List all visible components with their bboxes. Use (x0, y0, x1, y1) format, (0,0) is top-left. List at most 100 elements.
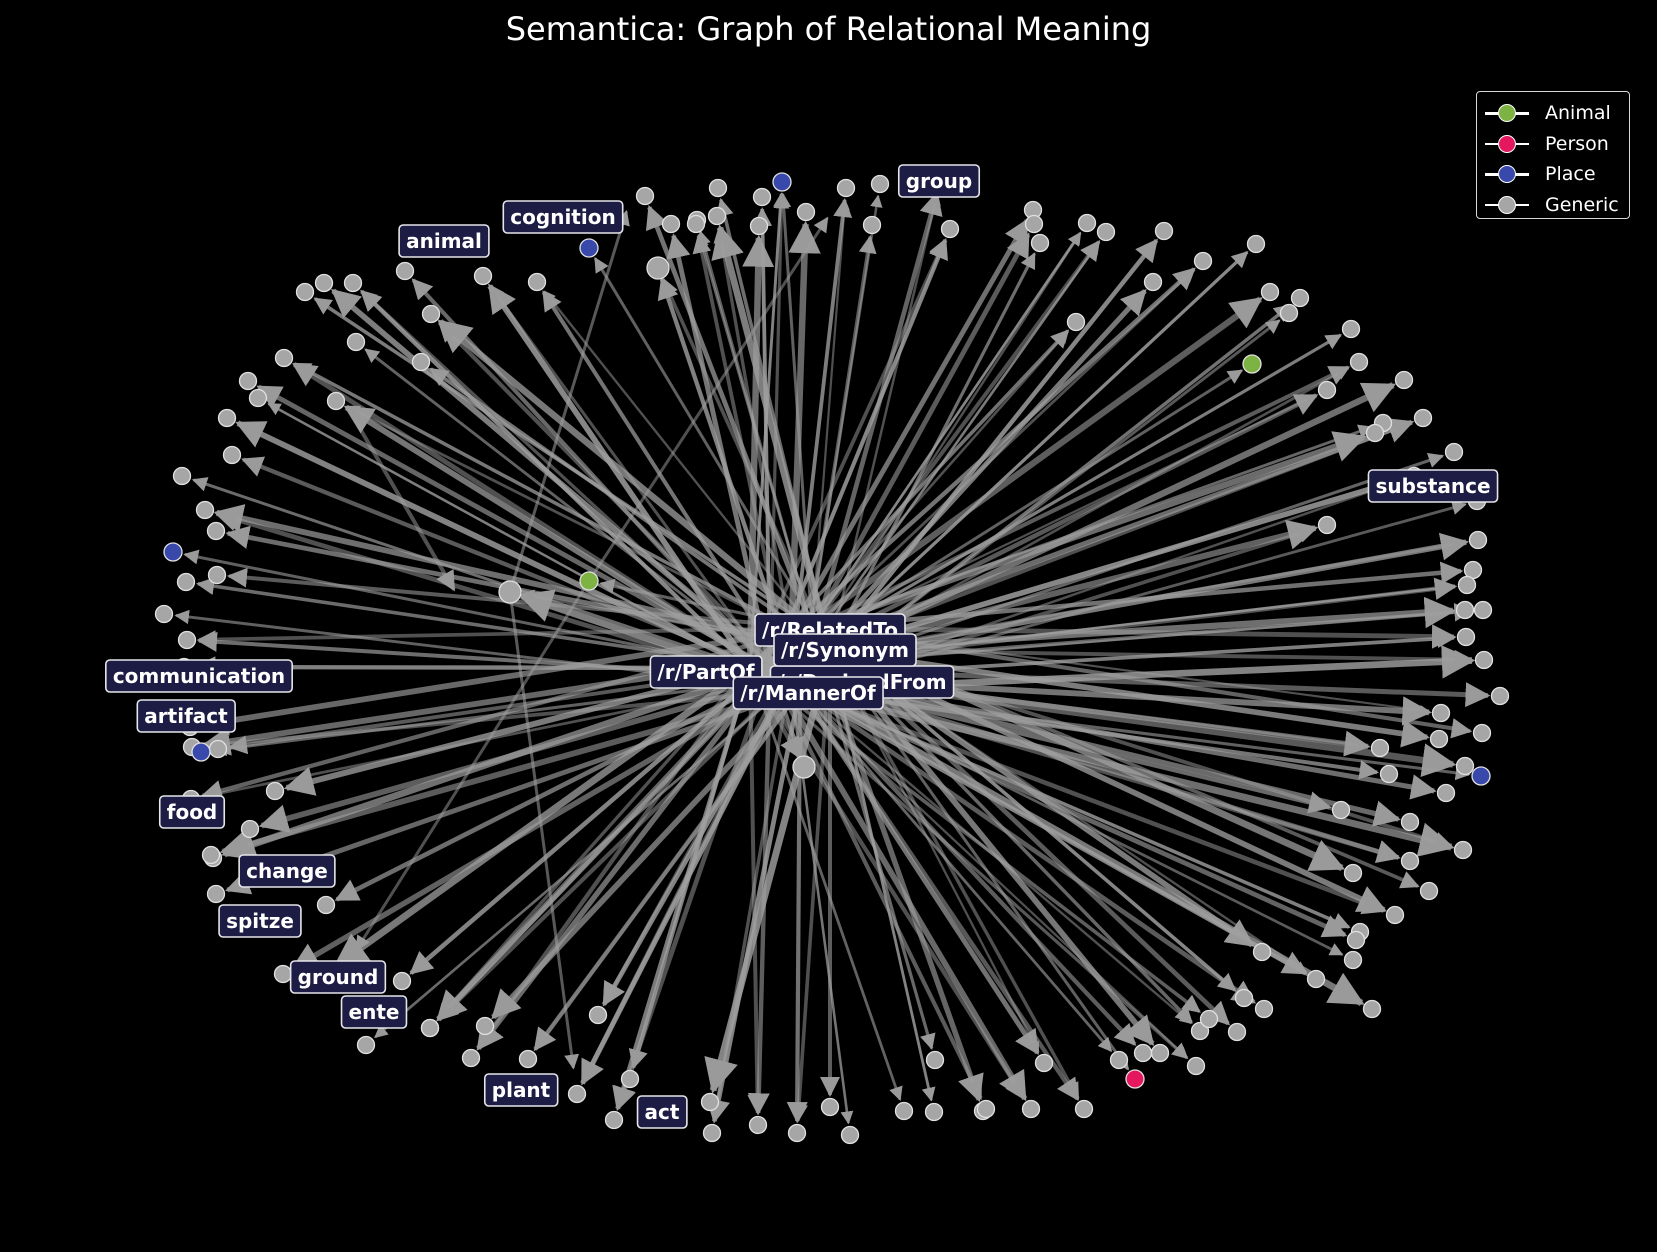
edge-arrow (748, 667, 903, 1101)
edge-arrow (436, 665, 773, 1022)
node-label-text: plant (492, 1078, 551, 1102)
graph-node (1199, 1009, 1219, 1029)
graph-node (1456, 627, 1476, 647)
edge-arrow (332, 665, 753, 969)
edge-arrow (811, 625, 1473, 739)
node-label-text: spitze (226, 909, 294, 933)
graph-node (1030, 233, 1050, 253)
node-label: /r/Synonym (773, 633, 917, 667)
legend-label: Place (1545, 163, 1596, 186)
node-label-box (158, 795, 226, 829)
graph-node (1400, 851, 1420, 871)
graph-node (1379, 764, 1399, 784)
edge-arrow (711, 224, 834, 651)
edge-arrow (827, 648, 1155, 1046)
graph-node (1242, 354, 1262, 374)
legend-marker-icon (1485, 134, 1529, 154)
node-label: artifact (136, 699, 236, 733)
legend-label: Person (1545, 132, 1609, 155)
node-label: plant (483, 1073, 559, 1107)
node-label-text: act (645, 1100, 680, 1124)
edge-arrow (713, 226, 802, 691)
edge-arrow (788, 676, 1137, 1046)
node-label-text: communication (113, 664, 285, 688)
nodes-layer (154, 172, 1510, 1145)
graph-node (201, 845, 221, 865)
graph-node (1453, 840, 1473, 860)
legend-marker-icon (1485, 164, 1529, 184)
graph-node (1431, 703, 1451, 723)
node-label-box (773, 633, 917, 667)
graph-node (191, 742, 211, 762)
edge-arrow (768, 667, 983, 1101)
graph-node (924, 1102, 944, 1122)
node-label-text: animal (406, 229, 482, 253)
graph-node (527, 272, 547, 292)
graph-node (1125, 1069, 1145, 1089)
graph-node (316, 895, 336, 915)
graph-node (1343, 950, 1363, 970)
graph-node (1385, 905, 1405, 925)
edge-arrow (748, 296, 1263, 671)
legend: Animal Person Place Generic (1476, 91, 1630, 219)
graph-node (176, 572, 196, 592)
graph-node (1419, 881, 1439, 901)
edge-arrow (786, 220, 821, 679)
graph-node (579, 238, 599, 258)
graph-node (154, 604, 174, 624)
graph-node (392, 971, 412, 991)
node-label: animal (398, 224, 490, 258)
edge-arrow (706, 627, 815, 1124)
graph-node (177, 630, 197, 650)
legend-item-animal: Animal (1485, 98, 1621, 129)
node-label-box (289, 960, 387, 994)
graph-node (686, 214, 706, 234)
node-label: change (238, 854, 336, 888)
graph-node (1234, 988, 1254, 1008)
edge-arrow (692, 233, 792, 679)
edge-arrow (704, 649, 834, 1094)
edge-arrow (810, 240, 1101, 630)
edge-arrow (799, 687, 1386, 915)
graph-node (1077, 213, 1097, 233)
graph-node (1260, 282, 1280, 302)
node-label-text: food (167, 800, 218, 824)
graph-node (1365, 423, 1385, 443)
graph-node (1400, 812, 1420, 832)
graph-node (206, 884, 226, 904)
edge-arrow (828, 238, 1159, 652)
graph-node (411, 352, 431, 372)
graph-node (1455, 756, 1475, 776)
graph-node (1066, 312, 1086, 332)
graph-node (1473, 600, 1493, 620)
node-label-box (502, 200, 624, 234)
edge-arrow (769, 330, 1070, 669)
graph-node (836, 178, 856, 198)
graph-node (1474, 650, 1494, 670)
edge-arrow (748, 238, 947, 669)
graph-node (1154, 221, 1174, 241)
edge-arrow (752, 207, 772, 669)
edge-arrow (330, 288, 792, 681)
node-label-text: /r/Synonym (781, 638, 909, 662)
edge-arrow (353, 418, 456, 592)
graph-node (567, 1084, 587, 1104)
graph-node (273, 964, 293, 984)
graph-node (702, 1123, 722, 1143)
edges-layer (174, 191, 1491, 1125)
graph-node (1429, 729, 1449, 749)
edge-arrow (742, 234, 775, 669)
graph-node (346, 332, 366, 352)
graph-node (796, 202, 816, 222)
graph-node (1109, 1050, 1129, 1070)
graph-node (1362, 999, 1382, 1019)
edge-arrow (776, 192, 814, 629)
chart-title: Semantica: Graph of Relational Meaning (505, 10, 1152, 48)
edge-arrow (799, 687, 1348, 938)
edge-arrow (533, 648, 832, 1051)
edge-arrow (587, 216, 829, 582)
graph-node (707, 206, 727, 226)
edge-arrow (811, 561, 1464, 631)
node-label-text: group (906, 169, 972, 193)
